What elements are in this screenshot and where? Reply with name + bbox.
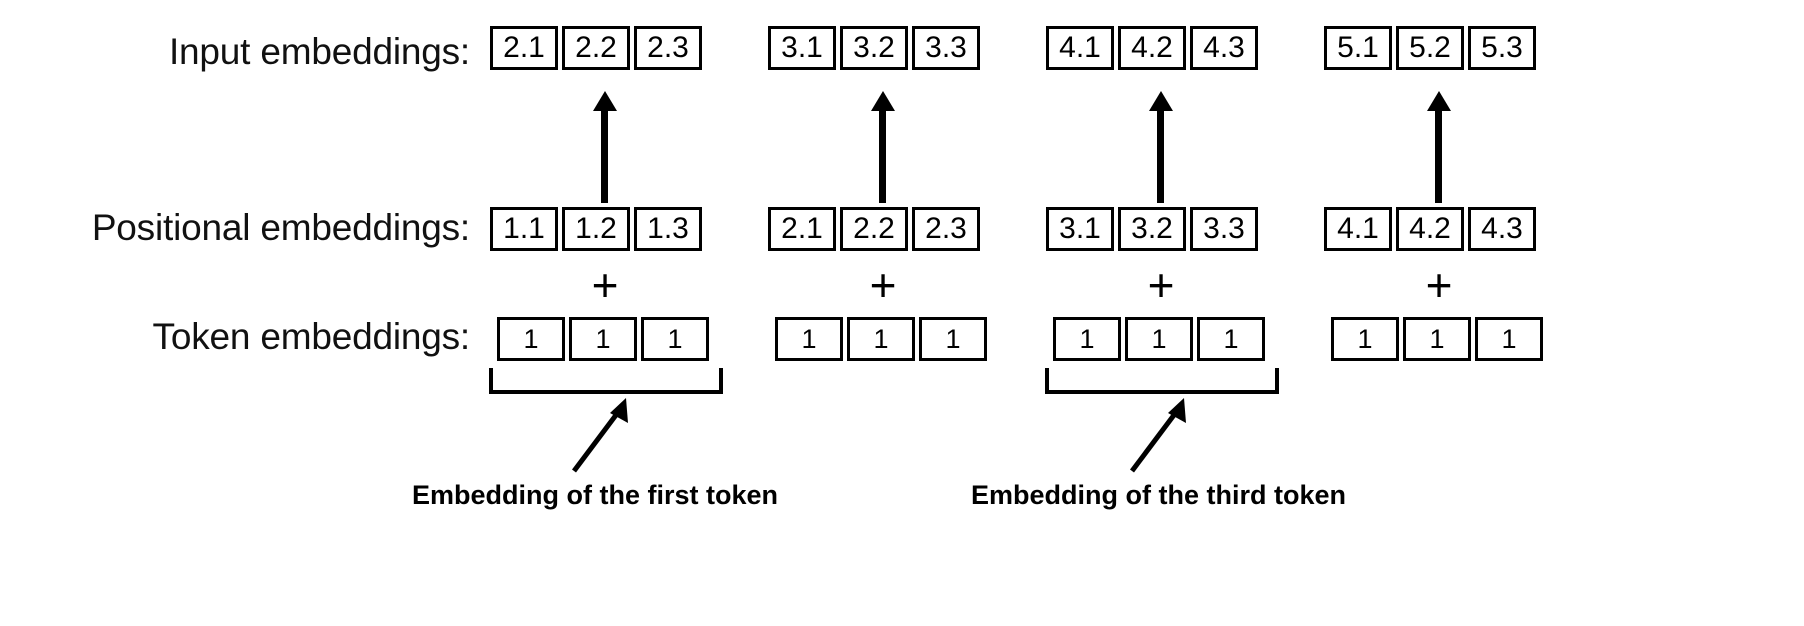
group-bracket-third-token [1045, 368, 1279, 394]
input-cell: 3.1 [768, 26, 836, 70]
positional-cell: 3.2 [1118, 207, 1186, 251]
positional-cell: 4.2 [1396, 207, 1464, 251]
input-embeddings-group-1: 2.1 2.2 2.3 [490, 26, 702, 70]
plus-operator-group-2: + [869, 259, 897, 311]
row-label-positional-embeddings: Positional embeddings: [91, 207, 470, 248]
token-cell: 1 [1403, 317, 1471, 361]
input-embeddings-group-2: 3.1 3.2 3.3 [768, 26, 980, 70]
positional-embeddings-group-2: 2.1 2.2 2.3 [768, 207, 980, 251]
positional-cell: 1.3 [634, 207, 702, 251]
input-cell: 2.3 [634, 26, 702, 70]
positional-cell: 1.1 [490, 207, 558, 251]
positional-embeddings-group-3: 3.1 3.2 3.3 [1046, 207, 1258, 251]
row-label-token-embeddings: Token embeddings: [152, 316, 471, 357]
callout-arrow-icon-third-token [1130, 398, 1186, 473]
input-cell: 5.1 [1324, 26, 1392, 70]
group-bracket-first-token [489, 368, 723, 394]
token-cell: 1 [1475, 317, 1543, 361]
input-embeddings-group-4: 5.1 5.2 5.3 [1324, 26, 1536, 70]
token-cell: 1 [919, 317, 987, 361]
callout-arrow-icon-first-token [572, 398, 628, 473]
up-arrow-icon-group-2 [879, 108, 886, 203]
plus-operator-group-3: + [1147, 259, 1175, 311]
plus-operator-group-4: + [1425, 259, 1453, 311]
token-cell: 1 [775, 317, 843, 361]
up-arrow-icon-group-4 [1435, 108, 1442, 203]
token-embeddings-group-3: 1 1 1 [1053, 317, 1265, 361]
token-cell: 1 [1053, 317, 1121, 361]
positional-cell: 2.1 [768, 207, 836, 251]
token-cell: 1 [641, 317, 709, 361]
plus-operator-group-1: + [591, 259, 619, 311]
positional-cell: 4.1 [1324, 207, 1392, 251]
positional-cell: 3.3 [1190, 207, 1258, 251]
token-cell: 1 [1331, 317, 1399, 361]
positional-cell: 2.3 [912, 207, 980, 251]
input-embeddings-group-3: 4.1 4.2 4.3 [1046, 26, 1258, 70]
token-cell: 1 [1125, 317, 1193, 361]
up-arrow-icon-group-1 [601, 108, 608, 203]
input-cell: 2.2 [562, 26, 630, 70]
token-embeddings-group-2: 1 1 1 [775, 317, 987, 361]
token-cell: 1 [1197, 317, 1265, 361]
token-embeddings-group-1: 1 1 1 [497, 317, 709, 361]
input-cell: 5.2 [1396, 26, 1464, 70]
positional-cell: 4.3 [1468, 207, 1536, 251]
token-embeddings-group-4: 1 1 1 [1331, 317, 1543, 361]
positional-embeddings-group-4: 4.1 4.2 4.3 [1324, 207, 1536, 251]
input-cell: 4.2 [1118, 26, 1186, 70]
input-cell: 2.1 [490, 26, 558, 70]
row-label-input-embeddings: Input embeddings: [168, 31, 470, 72]
caption-first-token: Embedding of the first token [412, 480, 779, 510]
input-cell: 4.3 [1190, 26, 1258, 70]
token-cell: 1 [497, 317, 565, 361]
positional-cell: 3.1 [1046, 207, 1114, 251]
input-cell: 4.1 [1046, 26, 1114, 70]
positional-cell: 2.2 [840, 207, 908, 251]
up-arrow-icon-group-3 [1157, 108, 1164, 203]
input-cell: 5.3 [1468, 26, 1536, 70]
token-cell: 1 [569, 317, 637, 361]
input-cell: 3.2 [840, 26, 908, 70]
positional-embeddings-group-1: 1.1 1.2 1.3 [490, 207, 702, 251]
input-cell: 3.3 [912, 26, 980, 70]
caption-third-token: Embedding of the third token [971, 480, 1346, 510]
positional-cell: 1.2 [562, 207, 630, 251]
token-cell: 1 [847, 317, 915, 361]
